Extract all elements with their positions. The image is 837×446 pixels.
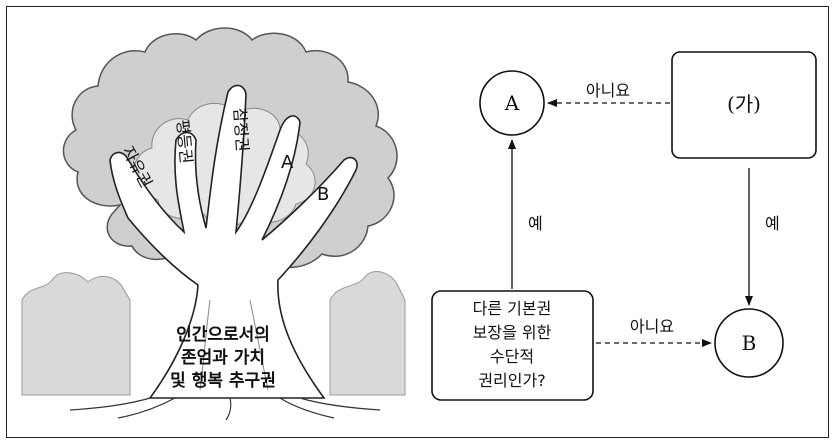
branch-label-b: B bbox=[317, 184, 329, 205]
branch-label-chamjeonggwon: 참정권 bbox=[230, 107, 252, 152]
branch-label-pyeongdeunggwon: 평등권 bbox=[173, 119, 196, 165]
node-b-circle bbox=[714, 308, 784, 378]
edge-question-to-b-label: 아니요 bbox=[630, 317, 674, 336]
edge-ga-to-b-label: 예 bbox=[765, 214, 780, 233]
flowchart: A (가) B 다른 기본권 보장을 위한 수단적 권리인가? 아니요 예 예 … bbox=[431, 51, 817, 401]
node-b-label: B bbox=[742, 331, 757, 355]
edge-question-to-a-label: 예 bbox=[528, 214, 543, 233]
question-line-4: 권리인가? bbox=[478, 371, 545, 390]
node-ga-label: (가) bbox=[727, 92, 761, 116]
question-line-1: 다른 기본권 bbox=[473, 299, 552, 318]
trunk-label-line-3: 및 행복 추구권 bbox=[170, 371, 276, 391]
question-line-3: 수단적 bbox=[490, 347, 534, 366]
node-a-label: A bbox=[504, 91, 520, 115]
edge-ga-to-a-label: 아니요 bbox=[586, 81, 630, 100]
node-ga-box bbox=[671, 51, 817, 159]
tree-background-bushes bbox=[21, 271, 406, 396]
node-a-circle bbox=[479, 70, 545, 136]
trunk-label-line-2: 존엄과 가치 bbox=[181, 348, 265, 368]
trunk-label-line-1: 인간으로서의 bbox=[176, 325, 270, 345]
branch-label-a: A bbox=[281, 152, 294, 173]
question-box bbox=[431, 290, 594, 401]
question-line-2: 보장을 위한 bbox=[473, 323, 552, 342]
tree-trunk bbox=[69, 84, 381, 421]
tree-illustration: 자유권 평등권 참정권 A B 인간으로서의 존엄과 가치 및 행복 추구권 bbox=[21, 27, 406, 421]
